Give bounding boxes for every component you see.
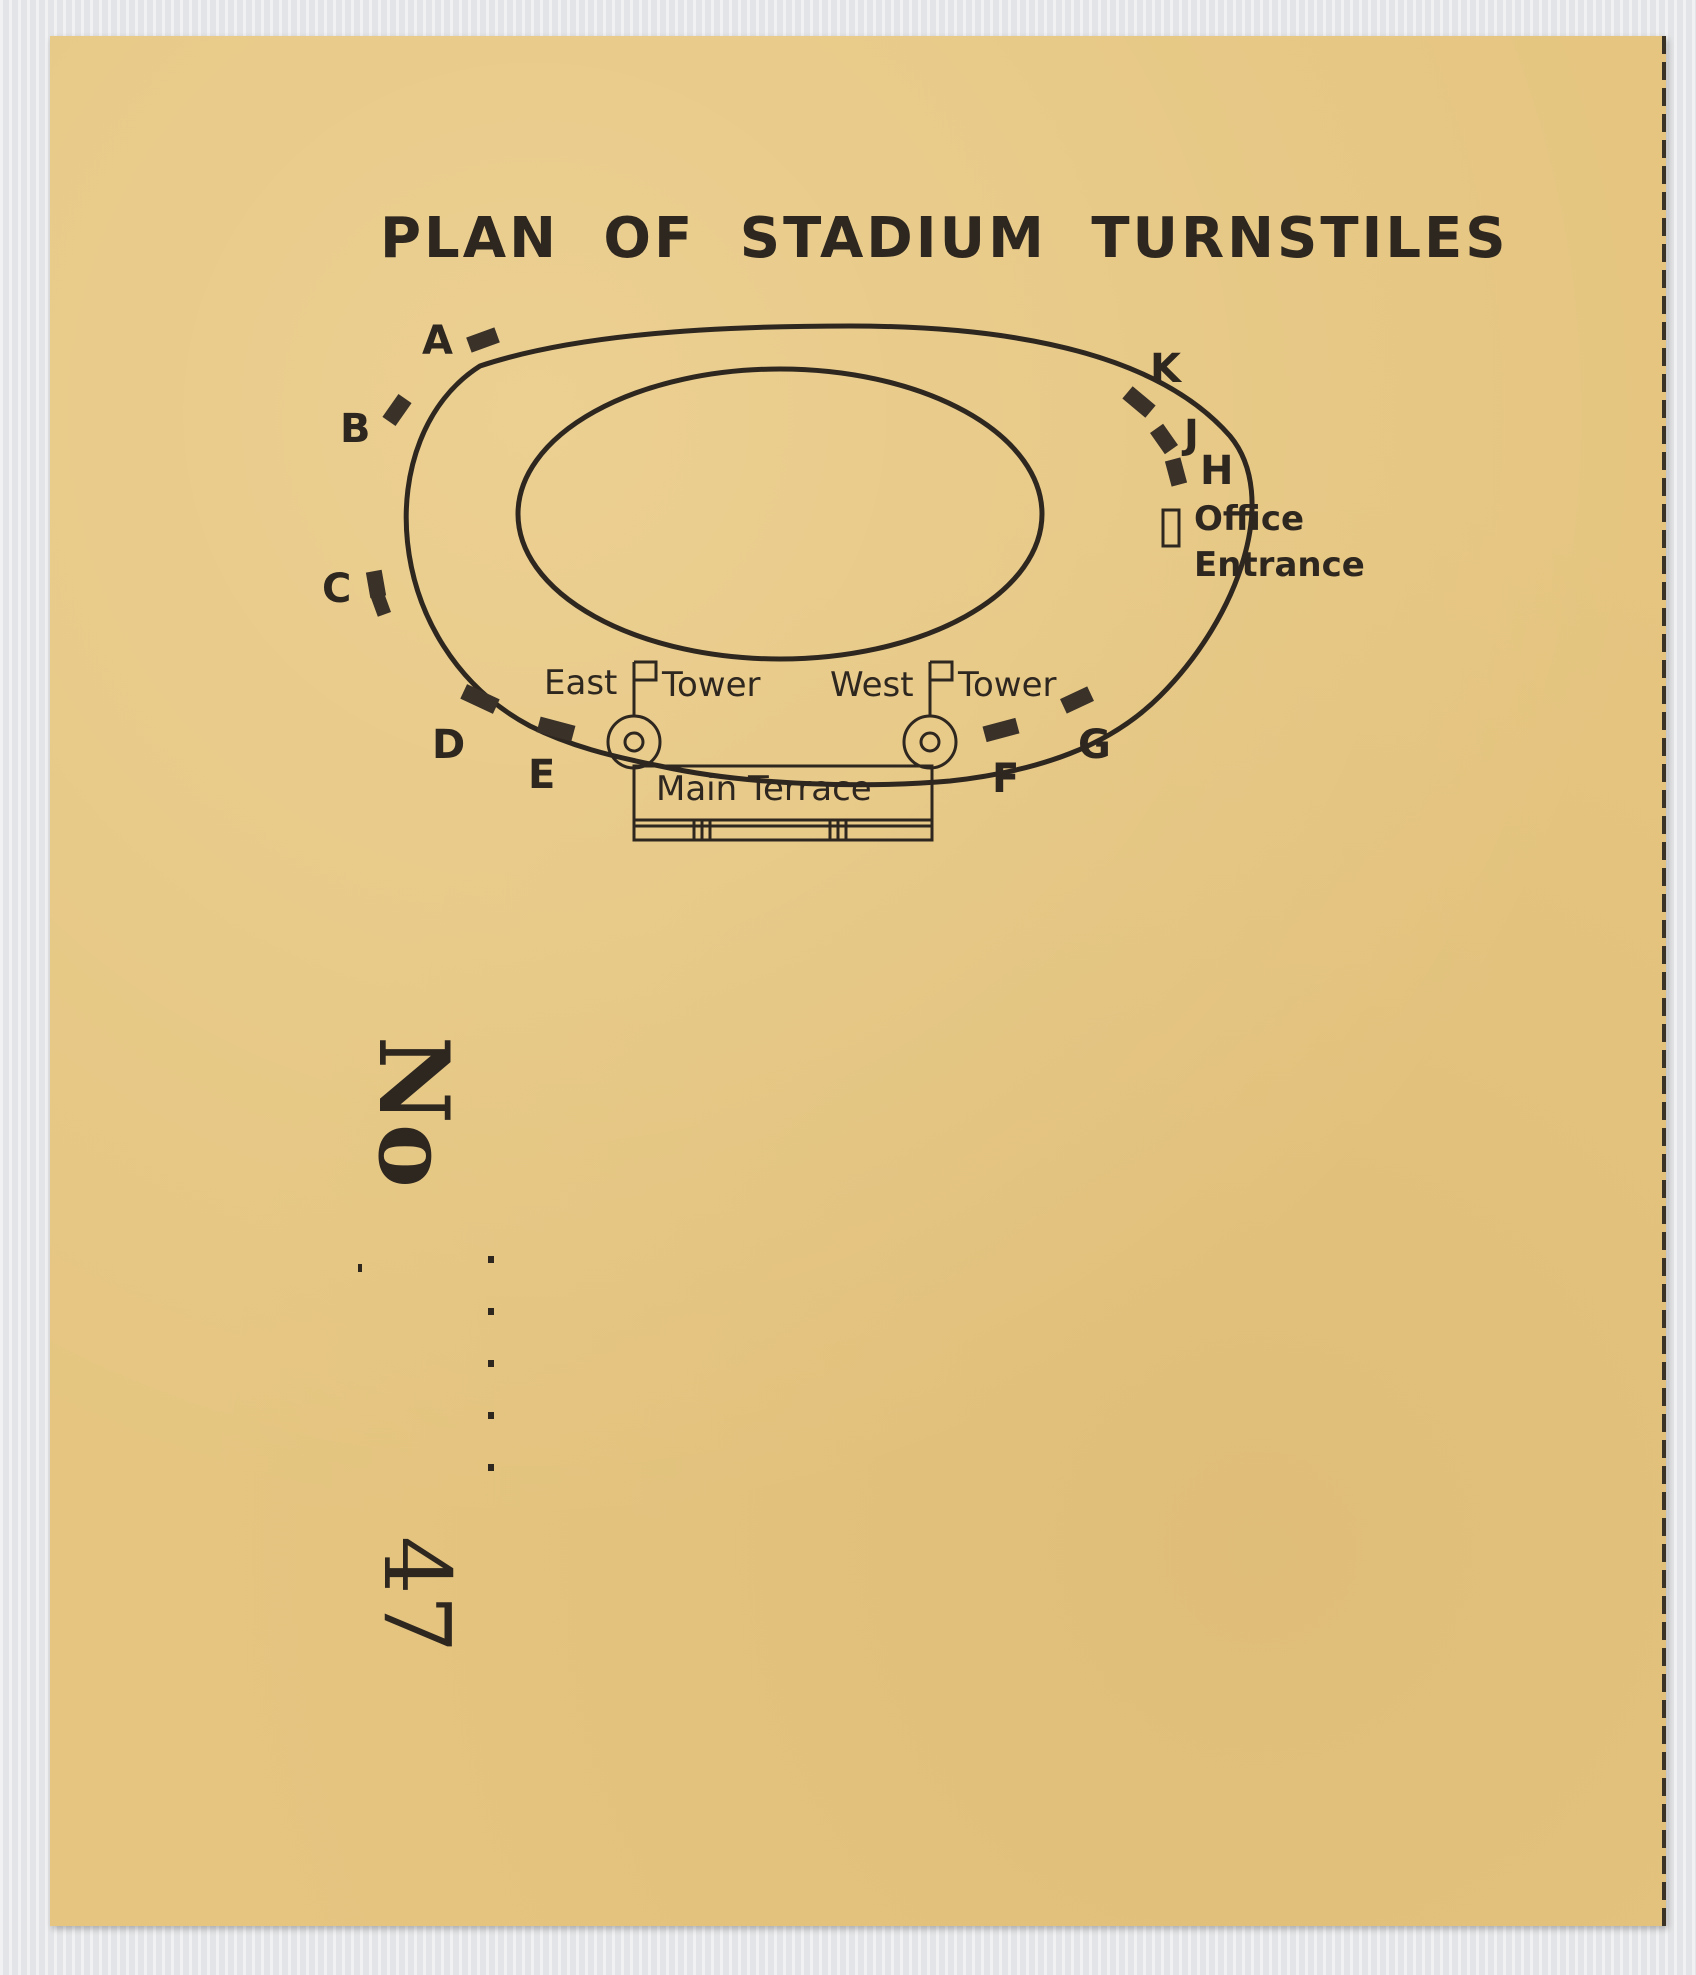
- turnstile-b: [382, 393, 412, 427]
- gate-label-k: K: [1150, 346, 1183, 392]
- gate-label-f: F: [992, 756, 1019, 802]
- gate-label-e: E: [528, 752, 555, 798]
- flag-icon: [930, 660, 954, 682]
- gate-label-c: C: [322, 566, 351, 612]
- gate-label-g: G: [1078, 722, 1111, 768]
- east-tower-label: Tower: [661, 665, 761, 705]
- turnstile-c: [365, 569, 387, 599]
- office-entrance-marker: [1161, 508, 1181, 548]
- number-prefix: No: [357, 1036, 470, 1188]
- main-terrace: [632, 764, 934, 842]
- turnstile-e: [536, 716, 576, 742]
- turnstile-h: [1164, 457, 1188, 487]
- gate-label-d: D: [432, 722, 465, 768]
- gate-label-a: A: [422, 318, 453, 364]
- outer-ring: [403, 323, 1255, 788]
- ticket-stub: PLAN OF STADIUM TURNSTILES: [50, 36, 1666, 1926]
- turnstile-g: [1060, 686, 1094, 714]
- gate-label-h: H: [1200, 448, 1233, 494]
- perforated-edge: [1662, 36, 1666, 1926]
- ticket-title: PLAN OF STADIUM TURNSTILES: [380, 206, 1509, 271]
- turnstile-c2: [371, 593, 391, 617]
- west-tower-label: Tower: [957, 665, 1057, 705]
- stadium-plan: A B C D E F G H J K Office Entrance East…: [322, 318, 1365, 842]
- west-label: West: [830, 665, 914, 705]
- turnstile-f: [982, 717, 1020, 743]
- turnstile-a: [466, 327, 500, 353]
- gate-label-b: B: [340, 406, 371, 452]
- flag-icon: [634, 660, 658, 682]
- west-tower: [902, 660, 958, 770]
- main-terrace-label: Main Terrace: [656, 769, 872, 809]
- turnstile-j: [1149, 423, 1179, 455]
- dotted-leader: [488, 1256, 494, 1496]
- entrance-label: Entrance: [1194, 545, 1365, 585]
- dot-mark: [358, 1264, 362, 1272]
- inner-pitch: [515, 366, 1045, 662]
- east-label: East: [544, 663, 617, 703]
- turnstile-d: [460, 684, 500, 714]
- turnstile-k: [1122, 386, 1156, 418]
- office-label: Office: [1194, 499, 1304, 539]
- ticket-number: 47: [363, 1536, 470, 1654]
- turnstile-markers: [365, 327, 1188, 743]
- gate-label-j: J: [1181, 412, 1199, 458]
